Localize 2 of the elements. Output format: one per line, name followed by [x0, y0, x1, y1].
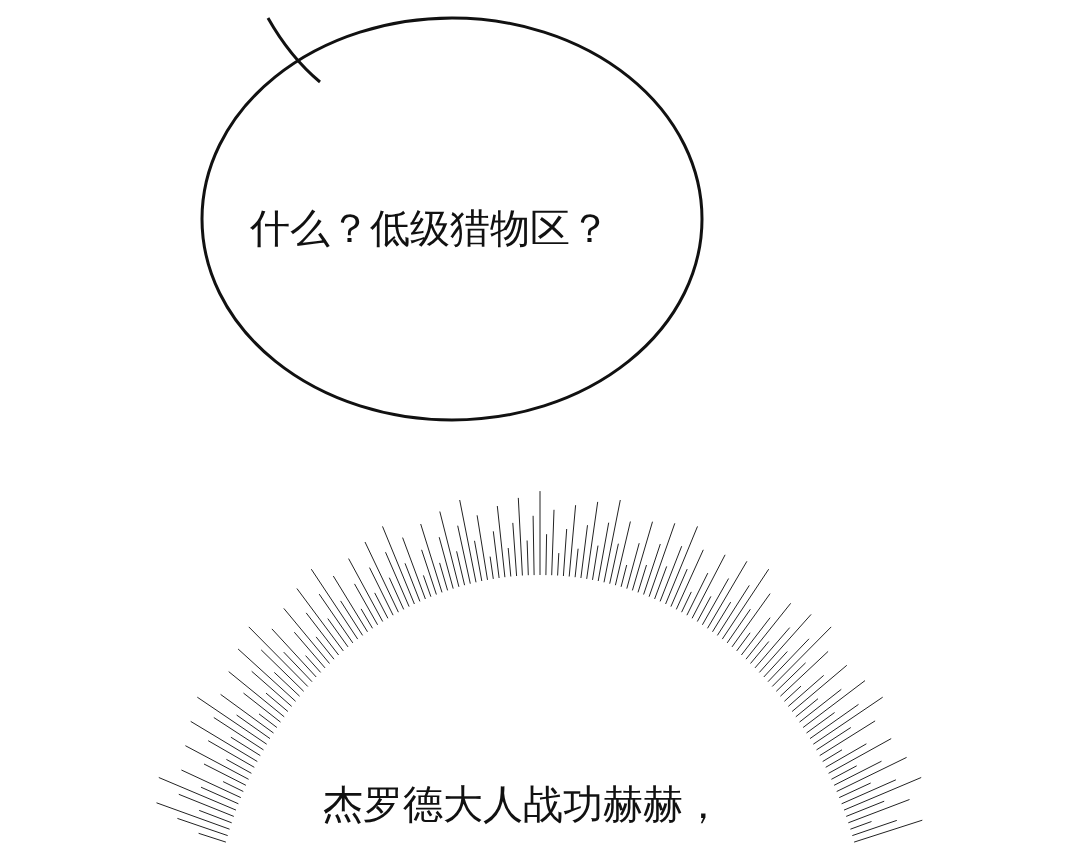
- speech-text: 什么？低级猎物区？: [250, 204, 610, 252]
- narration-text: 杰罗德大人战功赫赫，: [323, 780, 723, 828]
